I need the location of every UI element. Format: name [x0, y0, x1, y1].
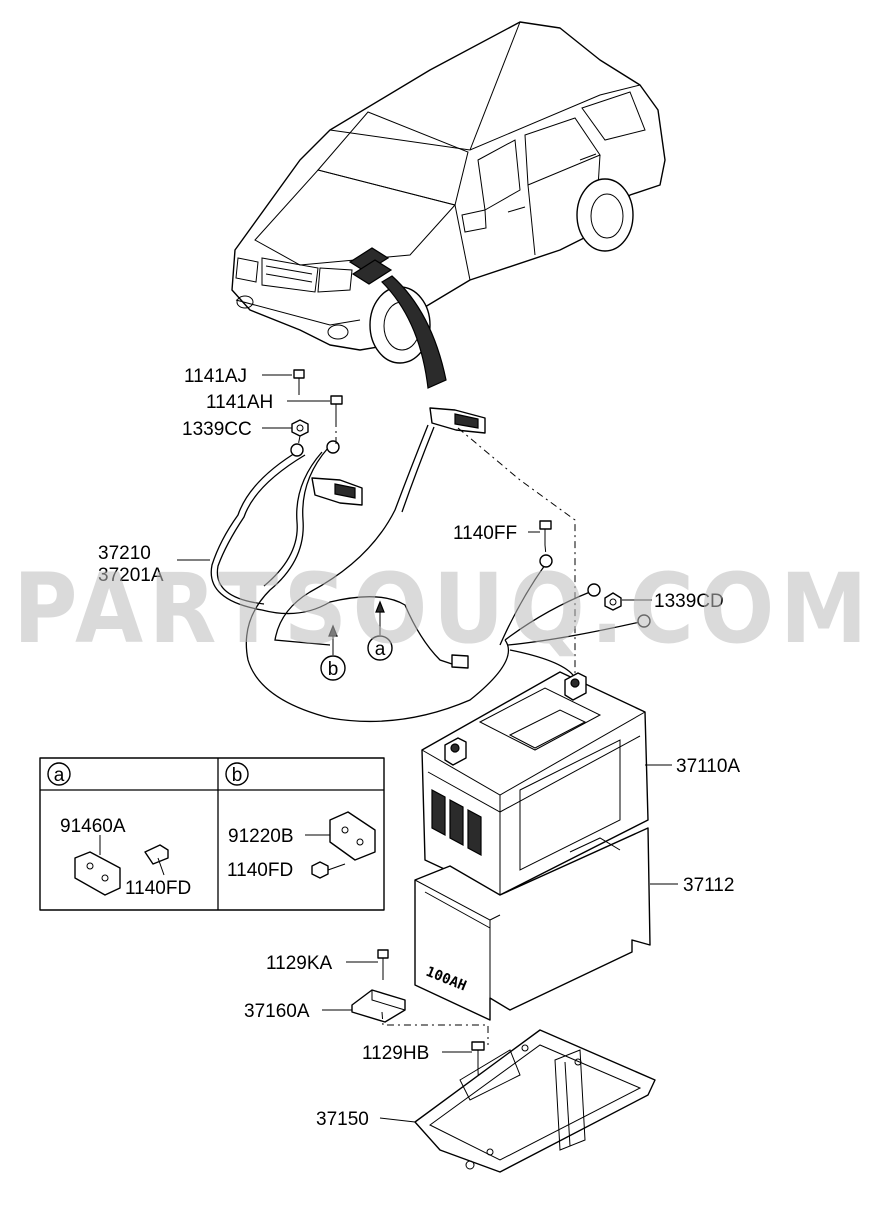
label-1141AH: 1141AH [206, 392, 273, 413]
battery-tray [414, 1029, 656, 1173]
callout-b-circle [320, 655, 346, 681]
label-1140FF: 1140FF [453, 523, 517, 544]
label-1141AJ: 1141AJ [184, 366, 247, 387]
detail-b-header: b [232, 765, 243, 786]
hardware-fasteners [291, 369, 622, 680]
label-37201A: 37201A [98, 565, 164, 586]
label-1339CD: 1339CD [654, 591, 724, 612]
label-37110A: 37110A [676, 756, 740, 777]
detail-b-part-2: 1140FD [227, 860, 293, 881]
leader-lines [177, 374, 678, 1123]
detail-a-header: a [54, 765, 65, 786]
callout-b: b [328, 659, 339, 680]
detail-b-part-1: 91220B [228, 826, 294, 847]
battery-insulator: 100AH [414, 827, 651, 1021]
callout-a: a [375, 639, 386, 660]
callout-a-circle [367, 635, 393, 661]
battery-cable-harness [210, 407, 651, 723]
label-1129HB: 1129HB [362, 1043, 429, 1064]
label-37160A: 37160A [244, 1001, 310, 1022]
battery-illustration [421, 671, 649, 896]
vehicle-illustration [231, 21, 666, 389]
detail-a-part-1: 91460A [60, 816, 126, 837]
watermark: PARTSOUQ.COM [13, 553, 873, 665]
label-37112: 37112 [683, 875, 734, 896]
detail-a-part-2: 1140FD [125, 878, 191, 899]
battery-hold-down [351, 949, 489, 1121]
label-1129KA: 1129KA [266, 953, 333, 974]
callout-markers: a b [320, 600, 393, 681]
part-labels: 1141AJ 1141AH 1339CC 37210 37201A 1140FF… [98, 366, 740, 1130]
label-37150: 37150 [316, 1109, 369, 1130]
label-1339CC: 1339CC [182, 419, 252, 440]
detail-box: a b 91460A 1140FD 91220B 1140FD [39, 757, 385, 911]
label-37210: 37210 [98, 543, 151, 564]
